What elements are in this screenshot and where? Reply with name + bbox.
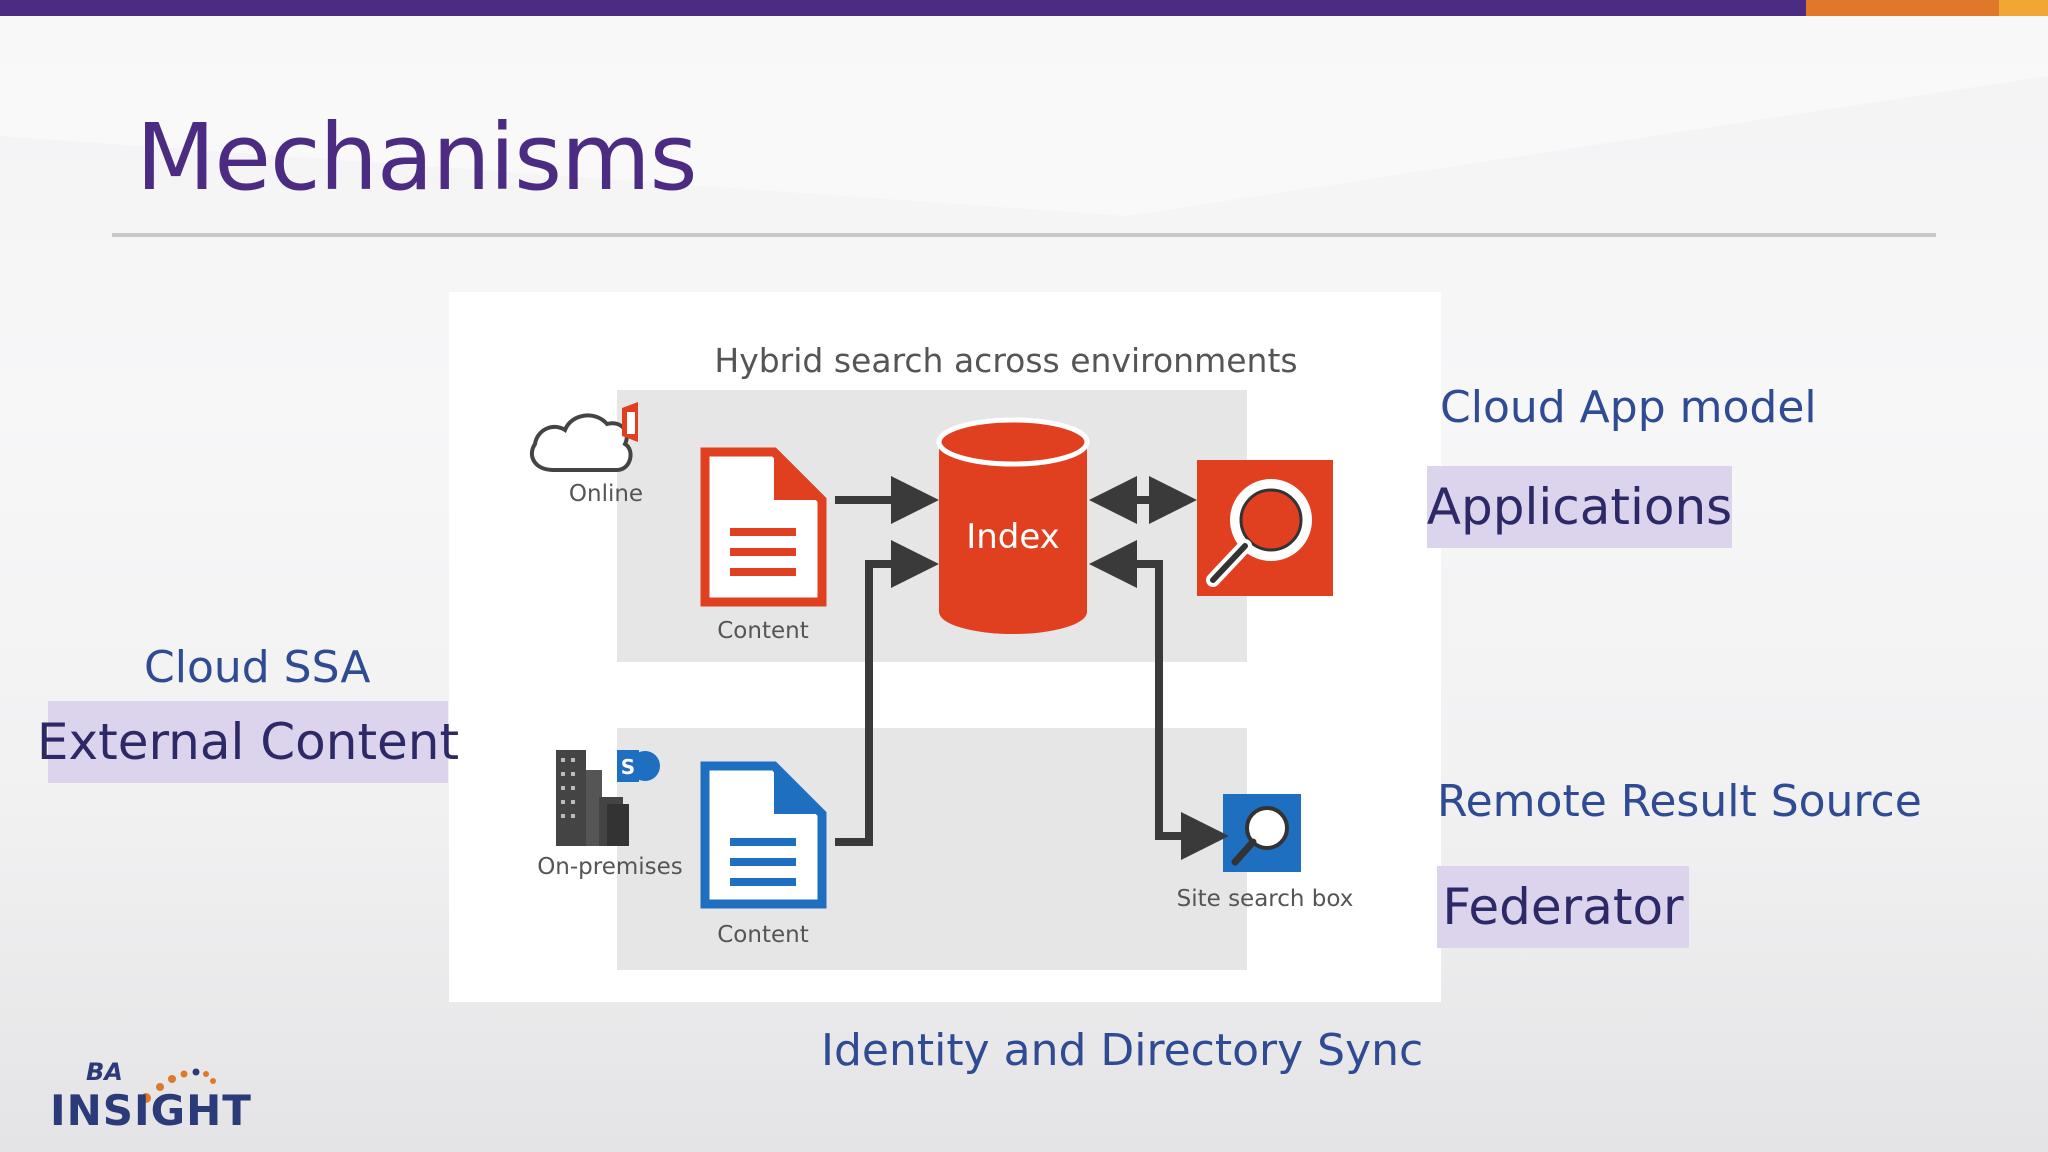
onprem-content-document-icon <box>700 761 827 909</box>
title-divider <box>112 233 1936 237</box>
sharepoint-badge-letter: S <box>621 755 635 779</box>
identity-directory-sync-label: Identity and Directory Sync <box>821 1025 1424 1076</box>
sharepoint-icon: S <box>617 750 660 782</box>
ba-insight-logo: BA INSIGHT <box>48 1052 308 1135</box>
external-content-tag: External Content <box>37 701 459 783</box>
index-label: Index <box>966 517 1060 557</box>
logo-insight-text: INSIGHT <box>50 1086 252 1135</box>
logo-ba-text: BA <box>86 1058 123 1086</box>
logo-arc-dots <box>141 1068 216 1103</box>
hybrid-search-diagram: Hybrid search across environments Online… <box>449 292 1441 1002</box>
onprem-label: On-premises <box>537 854 683 880</box>
top-accent-orange <box>1806 0 1999 16</box>
diagram-canvas: Hybrid search across environments Online… <box>529 341 1354 970</box>
applications-tag: Applications <box>1427 466 1732 548</box>
site-search-box-label: Site search box <box>1177 886 1354 912</box>
search-app-icon <box>1197 460 1333 596</box>
onprem-content-label: Content <box>717 922 808 948</box>
site-search-box-icon <box>1223 794 1301 872</box>
onprem-content-to-index-arrow <box>835 540 939 846</box>
cloud-app-model-label: Cloud App model <box>1440 382 1817 433</box>
top-accent-bar <box>0 0 2048 16</box>
index-site-search-arrow <box>1089 540 1229 860</box>
online-content-label: Content <box>717 618 808 644</box>
slide-title: Mechanisms <box>136 104 698 211</box>
buildings-icon <box>556 750 629 846</box>
remote-result-source-label: Remote Result Source <box>1437 776 1922 827</box>
online-label: Online <box>569 481 643 507</box>
diagram-title: Hybrid search across environments <box>714 341 1297 380</box>
index-database-icon <box>936 417 1090 634</box>
cloud-icon <box>529 413 633 472</box>
cloud-ssa-label: Cloud SSA <box>144 642 371 693</box>
office-icon <box>622 402 638 442</box>
top-accent-gold <box>1999 0 2048 16</box>
online-content-document-icon <box>700 447 827 607</box>
federator-tag: Federator <box>1437 866 1689 948</box>
